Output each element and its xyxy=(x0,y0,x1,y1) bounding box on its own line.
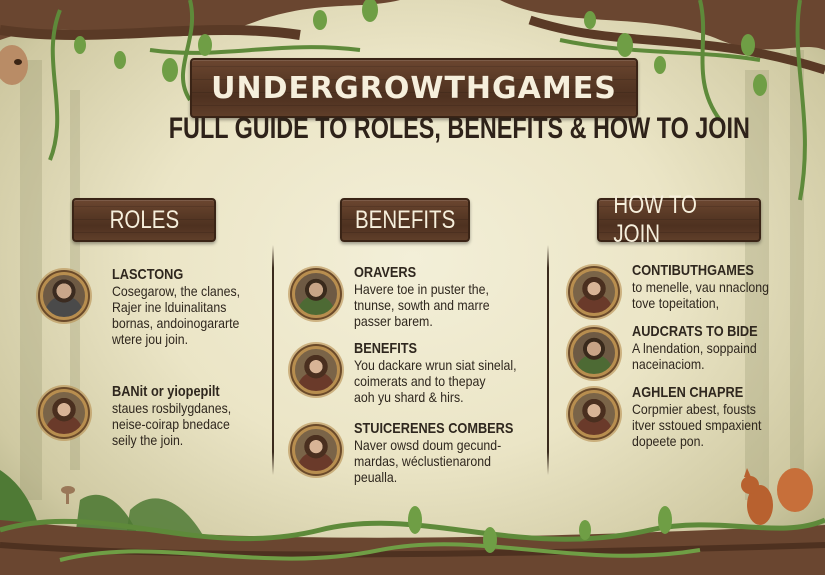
item-body: Naver owsd doum gecund- mardas, wéclusti… xyxy=(354,437,502,485)
item-title: BANit or yiopepilt xyxy=(112,383,220,400)
item-title: AUDCRATS TO BIDE xyxy=(632,323,758,340)
item-title: ORAVERS xyxy=(354,264,417,281)
item-body: Cosegarow, the clanes, Rajer ine lduinal… xyxy=(112,283,241,347)
item-body: A lnendation, soppaind naceinaciom. xyxy=(632,340,757,372)
mushroom-icon xyxy=(61,486,75,504)
squirrel-icon xyxy=(0,45,28,85)
section-heading-how-to-join: HOW TO JOIN xyxy=(597,191,761,248)
woman-portrait-avatar-icon xyxy=(292,346,340,394)
list-item: LASCTONG Cosegarow, the clanes, Rajer in… xyxy=(40,266,258,347)
woman-portrait-avatar-icon xyxy=(570,268,618,316)
column-divider xyxy=(272,245,274,475)
item-body: staues rosbilygdanes, neise-coirap bneda… xyxy=(112,400,232,448)
vine-log-bottom-icon xyxy=(0,506,825,575)
man-portrait-avatar-icon xyxy=(40,272,88,320)
item-title: CONTIBUTHGAMES xyxy=(632,262,754,279)
column-divider xyxy=(547,245,549,475)
fern-icon xyxy=(0,470,220,575)
item-body: Havere toe in puster the, tnunse, sowth … xyxy=(354,281,490,329)
brand-banner: UNDERGROWTHGAMES xyxy=(190,58,638,118)
list-item: BENEFITS You dackare wrun siat sinelal, … xyxy=(292,340,539,405)
item-body: Corpmier abest, fousts itver sstoued smp… xyxy=(632,401,762,449)
page-subtitle: FULL GUIDE TO ROLES, BENEFITS & HOW TO J… xyxy=(168,112,750,145)
woman-portrait-avatar-icon xyxy=(292,426,340,474)
item-title: AGHLEN CHAPRE xyxy=(632,384,744,401)
woman-portrait-avatar-icon xyxy=(40,389,88,437)
list-item: ORAVERS Havere toe in puster the, tnunse… xyxy=(292,264,508,329)
list-item: AUDCRATS TO BIDE A lnendation, soppaind … xyxy=(570,323,780,377)
section-heading-roles: ROLES xyxy=(72,198,216,242)
squirrel-icon xyxy=(741,468,813,525)
woman-portrait-avatar-icon xyxy=(570,390,618,438)
item-title: BENEFITS xyxy=(354,340,418,357)
list-item: BANit or yiopepilt staues rosbilygdanes,… xyxy=(40,383,247,448)
item-title: STUICERENES COMBERS xyxy=(354,420,514,437)
brand-title: UNDERGROWTHGAMES xyxy=(211,70,617,106)
bearded-man-portrait-avatar-icon xyxy=(570,329,618,377)
item-title: LASCTONG xyxy=(112,266,184,283)
item-body: to menelle, vau nnaclong tove topeitatio… xyxy=(632,279,769,311)
list-item: AGHLEN CHAPRE Corpmier abest, fousts itv… xyxy=(570,384,779,449)
bearded-man-portrait-avatar-icon xyxy=(292,270,340,318)
item-body: You dackare wrun siat sinelal, coimerats… xyxy=(354,357,517,405)
list-item: CONTIBUTHGAMES to menelle, vau nnaclong … xyxy=(570,262,788,316)
list-item: STUICERENES COMBERS Naver owsd doum gecu… xyxy=(292,420,542,485)
section-heading-benefits: BENEFITS xyxy=(340,198,470,242)
